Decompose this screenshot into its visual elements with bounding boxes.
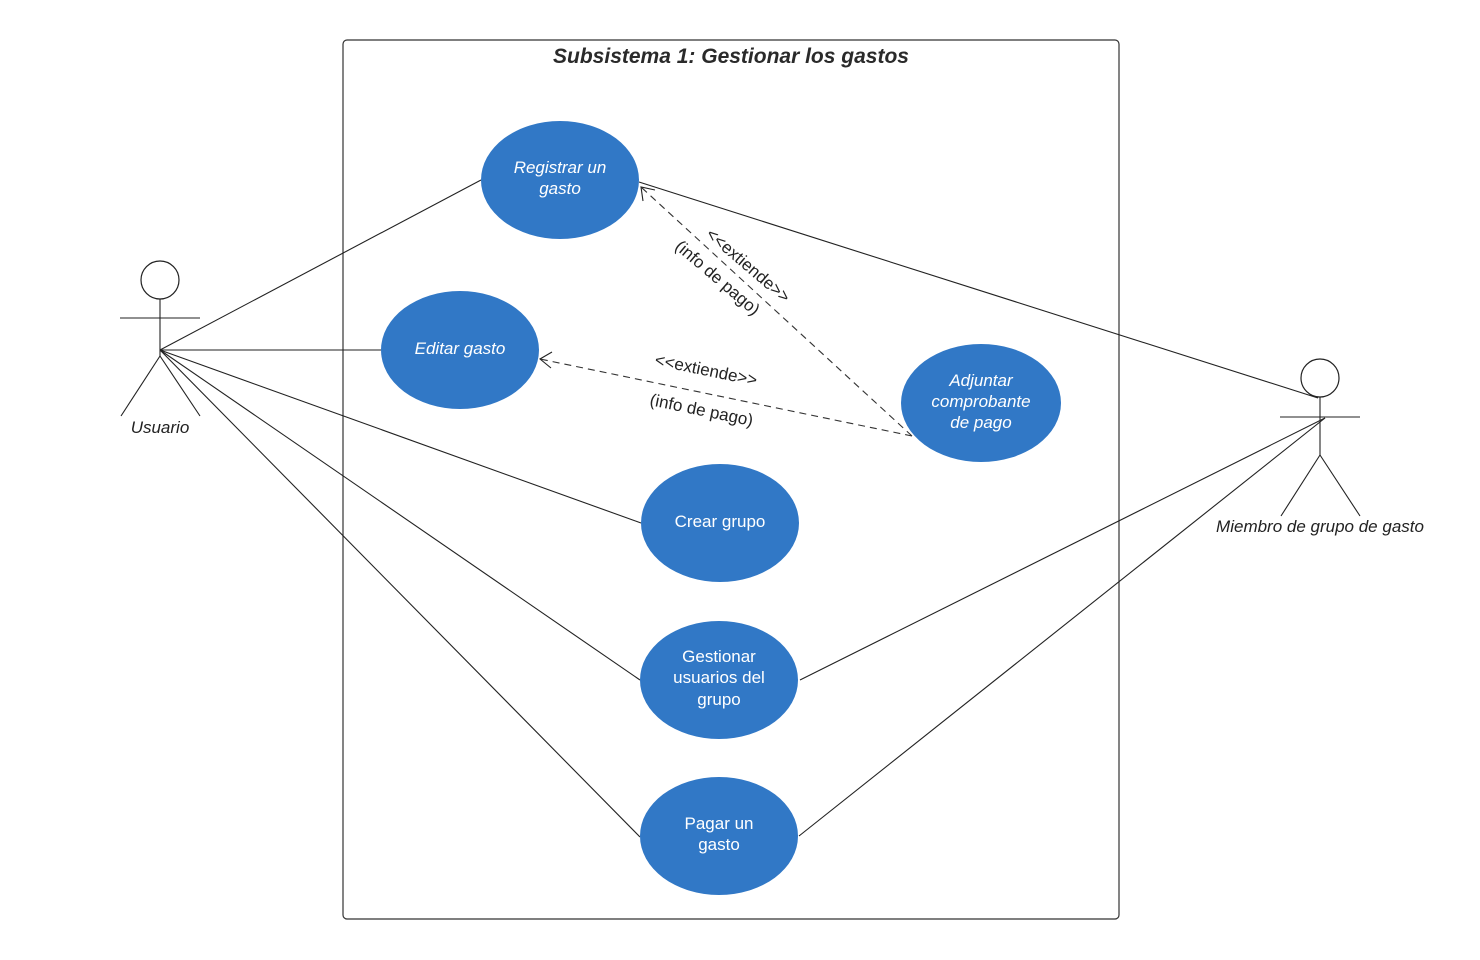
use-case-pagar-line-2: gasto xyxy=(698,835,740,854)
use-case-crear[interactable]: Crear grupo xyxy=(641,464,799,582)
use-case-pagar[interactable]: Pagar un gasto xyxy=(640,777,798,895)
use-case-gestionar-line-3: grupo xyxy=(697,690,740,709)
use-case-registrar-line-1: Registrar un xyxy=(514,158,607,177)
system-title: Subsistema 1: Gestionar los gastos xyxy=(553,45,909,68)
extend-2-condition: (info de pago) xyxy=(648,390,755,430)
use-case-registrar-line-2: gasto xyxy=(539,179,581,198)
assoc-usuario-crear xyxy=(159,349,642,524)
extend-arrow-editar xyxy=(539,351,913,437)
assoc-usuario-pagar xyxy=(159,349,641,838)
use-case-editar[interactable]: Editar gasto xyxy=(381,291,539,409)
stick-figure-icon xyxy=(1280,358,1361,517)
assoc-usuario-registrar xyxy=(159,179,482,351)
use-case-gestionar-line-2: usuarios del xyxy=(673,668,765,687)
use-case-adjuntar-line-3: de pago xyxy=(950,413,1011,432)
assoc-miembro-registrar xyxy=(638,181,1319,399)
use-case-adjuntar-line-2: comprobante xyxy=(931,392,1030,411)
assoc-miembro-gestionar xyxy=(799,417,1326,681)
use-case-pagar-line-1: Pagar un xyxy=(685,814,754,833)
associations-usuario xyxy=(159,179,642,838)
use-case-editar-line-1: Editar gasto xyxy=(415,339,506,358)
stick-figure-icon xyxy=(120,260,201,417)
extend-2-stereotype: <<extiende>> xyxy=(653,350,759,390)
assoc-usuario-gestionar xyxy=(159,349,641,681)
actor-usuario[interactable]: Usuario xyxy=(120,260,201,437)
use-case-gestionar-line-1: Gestionar xyxy=(682,647,756,666)
actor-usuario-label: Usuario xyxy=(131,418,190,437)
actor-miembro[interactable]: Miembro de grupo de gasto xyxy=(1216,358,1424,536)
actor-miembro-label: Miembro de grupo de gasto xyxy=(1216,517,1424,536)
use-case-adjuntar[interactable]: Adjuntar comprobante de pago xyxy=(901,344,1061,462)
use-case-registrar[interactable]: Registrar un gasto xyxy=(481,121,639,239)
use-case-adjuntar-line-1: Adjuntar xyxy=(948,371,1014,390)
assoc-miembro-pagar xyxy=(798,417,1326,837)
use-case-crear-line-1: Crear grupo xyxy=(675,512,766,531)
use-case-gestionar[interactable]: Gestionar usuarios del grupo xyxy=(640,621,798,739)
extend-arrow-registrar xyxy=(640,186,913,437)
system-boundary xyxy=(342,39,1120,920)
associations-miembro xyxy=(638,181,1326,837)
